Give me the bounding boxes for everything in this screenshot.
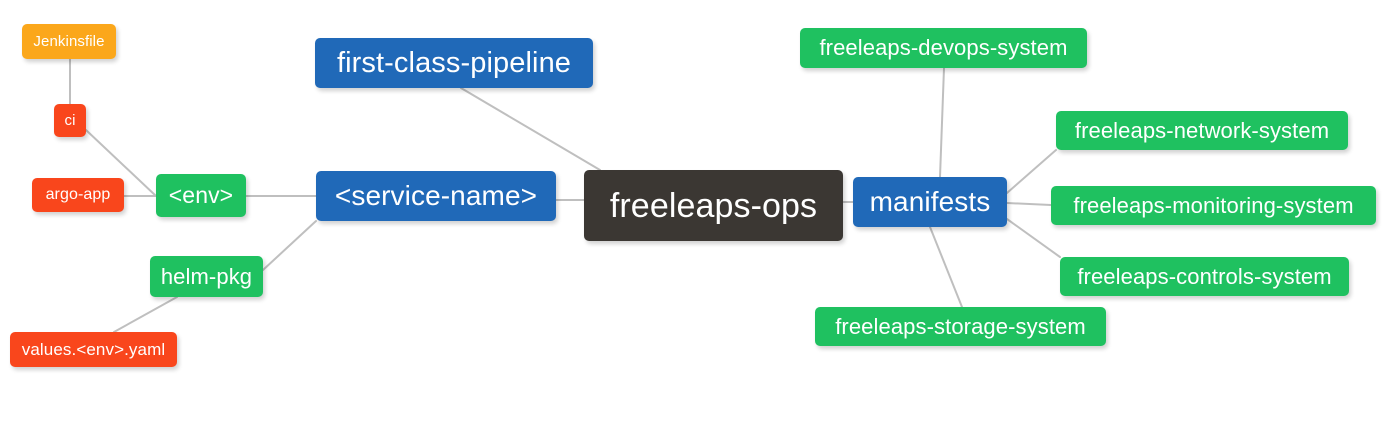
node-label-service-name: <service-name> (334, 180, 538, 211)
node-label-freeleaps-devops-system: freeleaps-devops-system (819, 35, 1068, 60)
node-manifests[interactable]: manifests (853, 177, 1007, 227)
node-label-env: <env> (168, 182, 234, 208)
edge-manifests-to-freeleaps-network-system (1006, 149, 1057, 194)
node-env[interactable]: <env> (156, 174, 246, 217)
node-freeleaps-storage-system[interactable]: freeleaps-storage-system (815, 307, 1106, 346)
node-label-freeleaps-monitoring-system: freeleaps-monitoring-system (1073, 192, 1354, 218)
node-freeleaps-network-system[interactable]: freeleaps-network-system (1056, 111, 1348, 150)
node-service-name[interactable]: <service-name> (316, 171, 556, 221)
node-label-values-env-yaml: values.<env>.yaml (21, 340, 166, 359)
edge-manifests-to-freeleaps-storage-system (929, 226, 963, 308)
node-label-manifests: manifests (869, 186, 991, 217)
edge-manifests-to-freeleaps-controls-system (1006, 218, 1061, 258)
edge-manifests-to-freeleaps-monitoring-system (1006, 202, 1052, 206)
node-label-ci: ci (64, 112, 76, 129)
node-label-freeleaps-controls-system: freeleaps-controls-system (1077, 263, 1332, 289)
node-freeleaps-ops[interactable]: freeleaps-ops (584, 170, 843, 241)
node-helm-pkg[interactable]: helm-pkg (150, 256, 263, 297)
edge-helm-pkg-to-values-env-yaml (113, 296, 178, 333)
node-label-first-class-pipeline: first-class-pipeline (336, 46, 572, 79)
node-argo-app[interactable]: argo-app (32, 178, 124, 212)
node-label-freeleaps-storage-system: freeleaps-storage-system (835, 313, 1086, 339)
node-label-helm-pkg: helm-pkg (160, 263, 253, 289)
node-label-freeleaps-ops: freeleaps-ops (609, 186, 818, 225)
node-label-argo-app: argo-app (45, 186, 111, 203)
edge-service-name-to-helm-pkg (262, 220, 317, 271)
node-label-jenkinsfile: Jenkinsfile (33, 33, 105, 50)
node-values-env-yaml[interactable]: values.<env>.yaml (10, 332, 177, 367)
node-jenkinsfile[interactable]: Jenkinsfile (22, 24, 116, 59)
node-freeleaps-controls-system[interactable]: freeleaps-controls-system (1060, 257, 1349, 296)
node-first-class-pipeline[interactable]: first-class-pipeline (315, 38, 593, 88)
edge-manifests-to-freeleaps-devops-system (939, 67, 945, 178)
node-freeleaps-monitoring-system[interactable]: freeleaps-monitoring-system (1051, 186, 1376, 225)
edge-first-class-pipeline-to-freeleaps-ops (460, 87, 601, 171)
node-freeleaps-devops-system[interactable]: freeleaps-devops-system (800, 28, 1087, 68)
node-label-freeleaps-network-system: freeleaps-network-system (1074, 117, 1330, 143)
node-ci[interactable]: ci (54, 104, 86, 137)
